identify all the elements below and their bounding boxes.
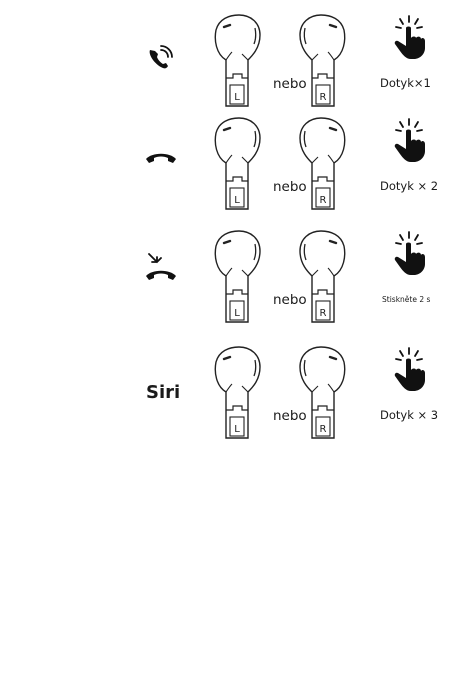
row-hang-up: L nebo R Dotyk × 2	[0, 115, 466, 225]
left-earbud-label: L	[234, 424, 240, 435]
gesture-label: Dotyk × 2	[380, 179, 439, 193]
separator-or: nebo	[273, 179, 307, 195]
right-earbud-label: R	[320, 424, 327, 435]
left-earbud-icon: L	[212, 230, 264, 330]
tap-finger-icon	[386, 230, 432, 276]
left-earbud-icon: L	[212, 346, 264, 446]
tap-finger-icon	[386, 14, 432, 60]
right-earbud-label: R	[320, 195, 327, 206]
right-earbud-icon: R	[296, 14, 348, 114]
right-earbud-label: R	[320, 308, 327, 319]
phone-reject-icon	[140, 246, 184, 290]
phone-hangup-icon	[140, 135, 184, 179]
row-siri: Siri L nebo R Dotyk × 3	[0, 344, 466, 454]
gesture-label: Dotyk×1	[380, 76, 431, 90]
left-earbud-label: L	[234, 308, 240, 319]
siri-label: Siri	[146, 382, 181, 403]
gesture-label: Dotyk × 3	[380, 408, 439, 422]
right-earbud-icon: R	[296, 230, 348, 330]
row-reject-call: L nebo R Stiskněte 2 s	[0, 228, 466, 338]
separator-or: nebo	[273, 76, 307, 92]
left-earbud-icon: L	[212, 14, 264, 114]
right-earbud-icon: R	[296, 117, 348, 217]
right-earbud-label: R	[320, 92, 327, 103]
tap-finger-icon	[386, 117, 432, 163]
left-earbud-icon: L	[212, 117, 264, 217]
gesture-label: Stiskněte 2 s	[382, 295, 431, 304]
tap-finger-icon	[386, 346, 432, 392]
left-earbud-label: L	[234, 195, 240, 206]
phone-ringing-icon	[140, 38, 184, 82]
separator-or: nebo	[273, 292, 307, 308]
left-earbud-label: L	[234, 92, 240, 103]
separator-or: nebo	[273, 408, 307, 424]
row-answer-call: L nebo R Dotyk×1	[0, 12, 466, 122]
right-earbud-icon: R	[296, 346, 348, 446]
